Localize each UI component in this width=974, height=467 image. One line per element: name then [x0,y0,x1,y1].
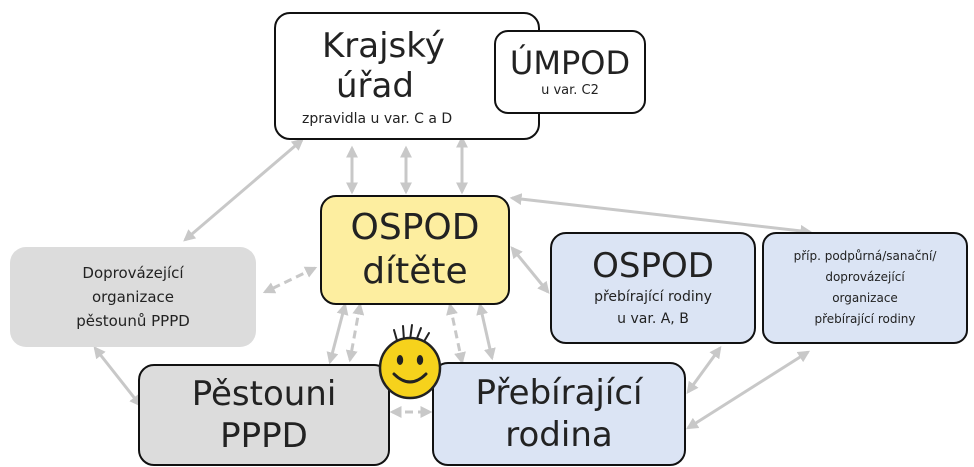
pestouni-box: Pěstouni PPPD [138,364,390,466]
ospod-prebirajici-line2: u var. A, B [617,311,689,327]
umpod-box: ÚMPOD u var. C2 [494,30,646,114]
ospod-prebirajici-box: OSPOD přebírající rodiny u var. A, B [550,232,756,344]
prebirajici-rodina-box: Přebírající rodina [432,362,686,466]
doprovazejici-line3: pěstounů PPPD [76,312,190,330]
ospod-ditete-line2: dítěte [362,251,468,292]
prebirajici-rodina-line1: Přebírající [475,373,643,413]
arrow-podpurna-rodina [685,350,811,430]
arrow-krajsky-doprovazejici [183,138,304,242]
ospod-ditete-box: OSPOD dítěte [320,195,510,305]
podpurna-line1: příp. podpůrná/sanační/ [793,249,937,263]
smiley-face-icon [378,324,442,400]
podpurna-line2: doprovázející [825,270,905,284]
ospod-prebirajici-title: OSPOD [592,246,714,286]
prebirajici-rodina-line2: rodina [505,415,613,455]
doprovazejici-line2: organizace [91,288,174,306]
ospod-prebirajici-line1: přebírající rodiny [594,289,712,305]
arrow-ospod-rodina-2 [476,302,496,361]
arrow-ospod-doprovazejici [262,266,318,294]
krajsky-urad-line1: Krajský [322,26,445,66]
doprovazejici-organizace-box: Doprovázející organizace pěstounů PPPD [10,247,256,347]
umpod-title: ÚMPOD [509,44,631,82]
arrow-ospod-rodina-1 [446,302,466,365]
arrow-ospod-podpurna [509,193,813,237]
pestouni-line2: PPPD [220,416,308,456]
arrow-ospod-pestouni-2 [345,302,365,363]
ospod-ditete-line1: OSPOD [350,207,480,248]
podpurna-line3: organizace [832,291,898,305]
arrow-doprovazejici-pestouni [93,346,142,407]
krajsky-urad-line2: úřad [336,66,414,106]
arrow-ospod-prebirajici-ospod [510,246,550,294]
podpurna-line4: přebírající rodiny [814,312,916,326]
arrow-ospod-pestouni-1 [326,302,349,365]
pestouni-line1: Pěstouni [191,374,337,414]
umpod-note: u var. C2 [541,83,599,98]
doprovazejici-line1: Doprovázející [82,264,184,282]
krajsky-urad-note: zpravidla u var. C a D [302,111,453,127]
arrow-ospod-prebirajici-rodina [686,346,722,394]
podpurna-organizace-box: příp. podpůrná/sanační/ doprovázející or… [762,232,968,344]
